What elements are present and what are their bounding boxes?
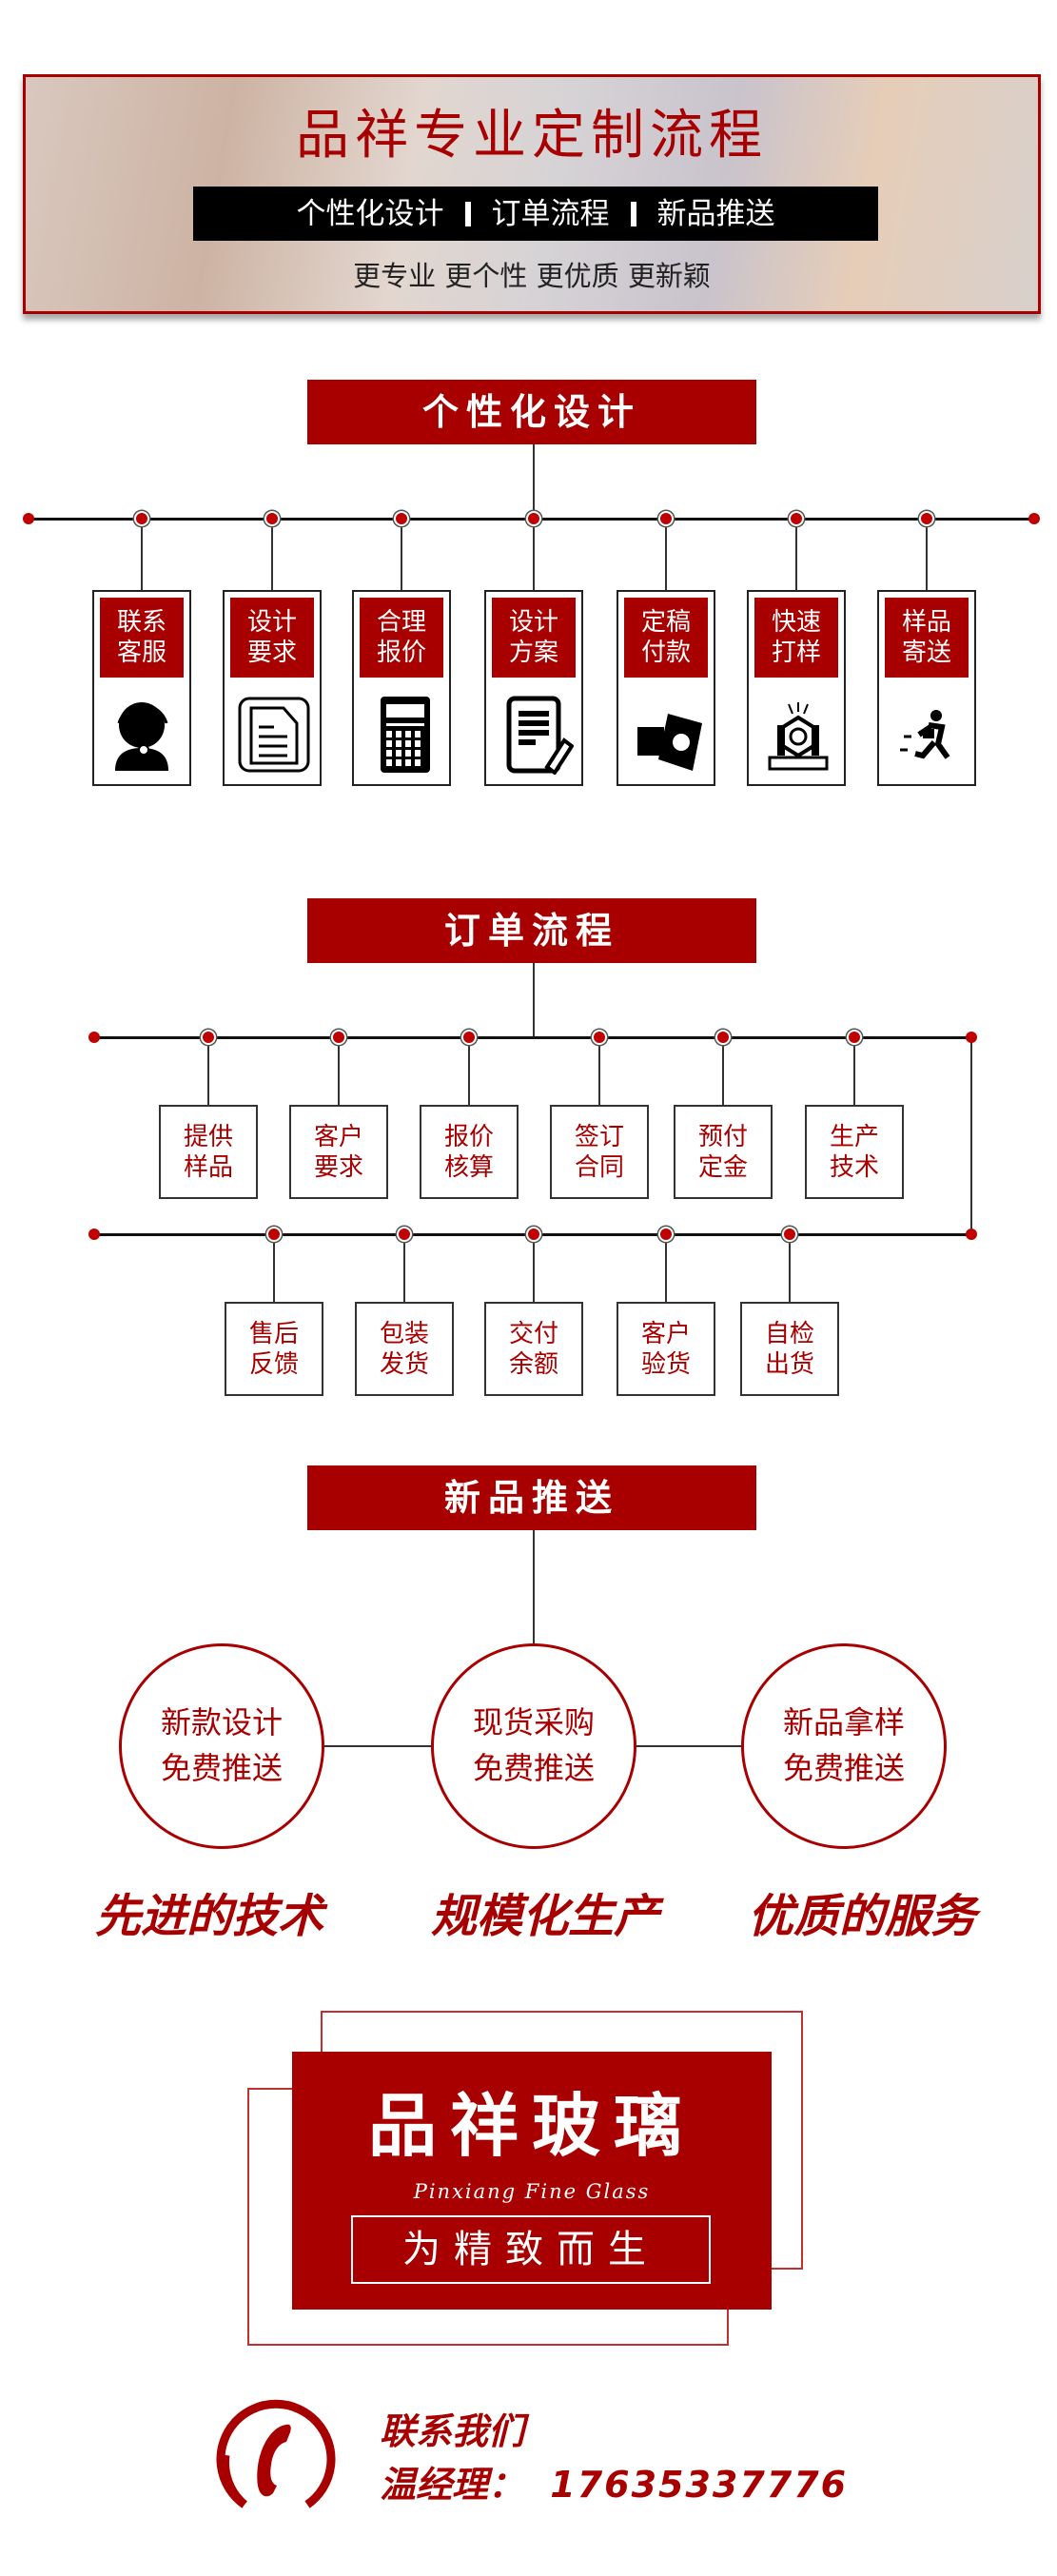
connector-line [665,1234,667,1302]
contact-line: 温经理： 17635337776 [380,2463,848,2507]
timeline-line [94,1036,971,1039]
timeline-dot [264,511,280,526]
timeline-dot [461,1030,477,1045]
timeline-dot [526,511,541,526]
connector-line [665,519,667,590]
design-step-card[interactable]: 样品寄送 [877,590,976,786]
timeline-dot [266,1227,282,1242]
order-step-box[interactable]: 生产技术 [805,1105,904,1199]
design-step-card[interactable]: 定稿付款 [617,590,715,786]
connector-line [207,1037,209,1105]
order-step-box[interactable]: 客户验货 [617,1302,715,1396]
contact-heading: 联系我们 [380,2410,525,2452]
timeline-end-dot [88,1032,100,1043]
timeline-dot [658,1227,674,1242]
timeline-dot [397,1227,412,1242]
design-step-label: 设计方案 [492,598,576,678]
phone-icon [216,2398,336,2518]
connector-line [533,519,535,590]
hero-nav-order[interactable]: 订单流程 [491,196,610,231]
order-step-box[interactable]: 包装发货 [355,1302,454,1396]
brand-card: 品祥玻璃 Pinxiang Fine Glass 为精致而生 [292,2052,772,2310]
connector-line [338,1037,340,1105]
connector-line [271,519,273,590]
design-step-label: 合理报价 [360,598,443,678]
connector-line [598,1037,600,1105]
hero-title: 品祥专业定制流程 [296,105,768,167]
timeline-dot [201,1030,216,1045]
timeline-dot [394,511,409,526]
new-product-circle[interactable]: 现货采购免费推送 [431,1643,636,1849]
hero-nav-design[interactable]: 个性化设计 [296,196,444,231]
timeline-dot [789,511,804,526]
connector-line [970,1037,972,1234]
tagline: 规模化生产 [430,1890,659,1943]
timeline-dot [134,511,149,526]
new-product-circle[interactable]: 新款设计免费推送 [119,1643,324,1849]
tagline: 先进的技术 [94,1890,323,1943]
timeline-dot [715,1030,731,1045]
brand-slogan: 为精致而生 [351,2215,711,2284]
separator [464,201,471,226]
connector-line [926,519,928,590]
section-title-new: 新品推送 [307,1465,756,1530]
order-step-box[interactable]: 报价核算 [420,1105,519,1199]
tagline: 优质的服务 [747,1890,976,1943]
design-step-card[interactable]: 设计要求 [223,590,322,786]
timeline-end-dot [1028,513,1040,524]
hero-subtitle: 更专业 更个性 更优质 更新颖 [353,260,711,292]
order-step-box[interactable]: 售后反馈 [225,1302,323,1396]
separator [630,201,636,226]
brand-name: 品祥玻璃 [367,2086,695,2166]
order-step-box[interactable]: 客户要求 [289,1105,388,1199]
connector-line [789,1234,791,1302]
order-step-box[interactable]: 自检出货 [740,1302,839,1396]
hero-nav-bar: 个性化设计 订单流程 新品推送 [193,187,878,241]
connector-line [533,963,535,1037]
design-step-card[interactable]: 合理报价 [352,590,451,786]
design-step-card[interactable]: 设计方案 [484,590,583,786]
phone-number[interactable]: 17635337776 [550,2464,849,2506]
timeline-end-dot [966,1032,977,1043]
timeline-dot [782,1227,797,1242]
section-title-order: 订单流程 [307,898,756,963]
timeline-end-dot [966,1229,977,1240]
design-step-card[interactable]: 联系客服 [92,590,191,786]
manager-label: 温经理： [380,2464,525,2506]
design-step-label: 样品寄送 [885,598,969,678]
design-step-label: 设计要求 [230,598,314,678]
order-step-box[interactable]: 提供样品 [159,1105,258,1199]
order-step-box[interactable]: 预付定金 [674,1105,773,1199]
design-step-label: 定稿付款 [624,598,708,678]
connector-line [533,1530,535,1644]
hero-nav-new[interactable]: 新品推送 [656,196,775,231]
connector-line [853,1037,855,1105]
timeline-dot [658,511,674,526]
connector-line [401,519,402,590]
timeline-dot [331,1030,346,1045]
timeline-end-dot [23,513,34,524]
connector-line [795,519,797,590]
design-step-label: 联系客服 [100,598,184,678]
brand-english: Pinxiang Fine Glass [413,2180,651,2203]
connector-line [533,444,535,519]
connector-line [722,1037,724,1105]
timeline-dot [592,1030,607,1045]
connector-line [273,1234,275,1302]
connector-line [533,1234,535,1302]
hero-banner: 品祥专业定制流程 个性化设计 订单流程 新品推送 更专业 更个性 更优质 更新颖 [23,74,1041,314]
timeline-end-dot [88,1229,100,1240]
design-step-label: 快速打样 [754,598,838,678]
design-step-card[interactable]: 快速打样 [747,590,846,786]
connector-line [141,519,143,590]
timeline-dot [919,511,934,526]
timeline-dot [847,1030,862,1045]
order-step-box[interactable]: 签订合同 [550,1105,649,1199]
connector-line [468,1037,470,1105]
timeline-dot [526,1227,541,1242]
new-product-circle[interactable]: 新品拿样免费推送 [741,1643,947,1849]
order-step-box[interactable]: 交付余额 [484,1302,583,1396]
connector-line [403,1234,405,1302]
section-title-design: 个性化设计 [307,380,756,444]
